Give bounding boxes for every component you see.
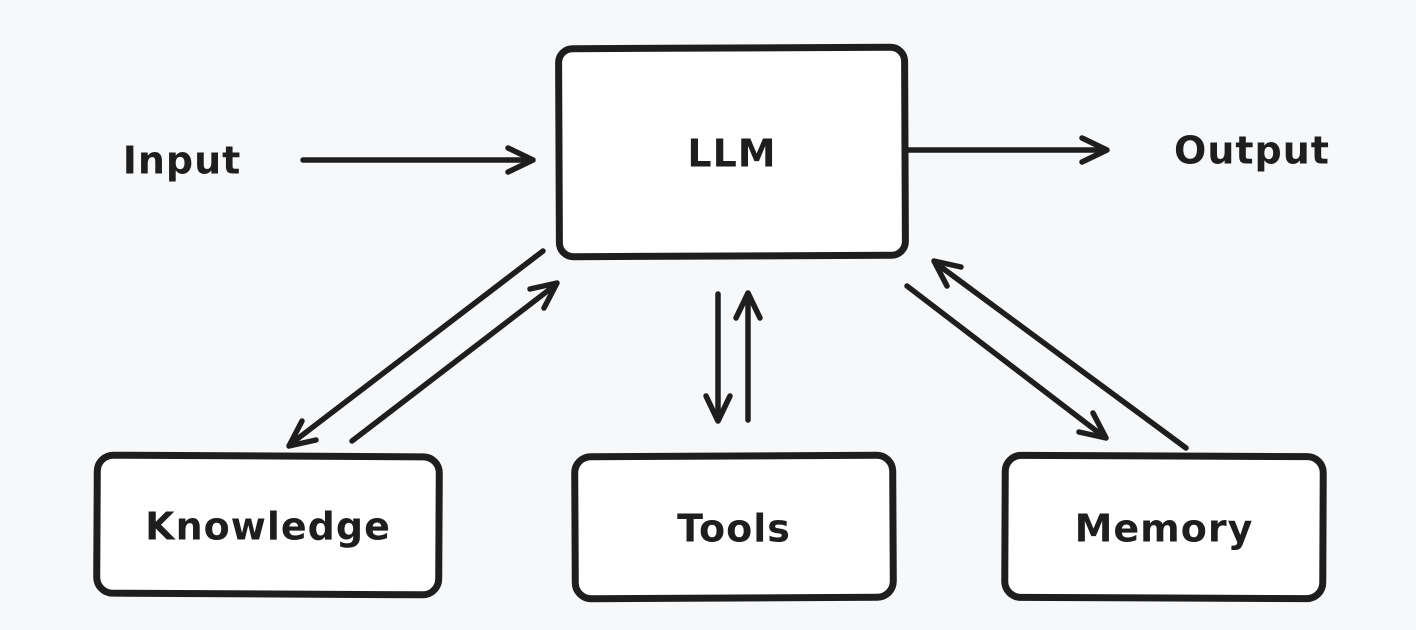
arrow-head xyxy=(931,258,964,289)
arrow-knowledge-to-llm xyxy=(349,280,560,444)
input-label: Input xyxy=(123,138,242,182)
arrow-tools-to-llm xyxy=(733,290,763,423)
arrow-head xyxy=(505,145,536,175)
arrow-head xyxy=(286,418,319,449)
node-knowledge: Knowledge xyxy=(93,451,443,599)
arrow-memory-to-llm xyxy=(931,258,1189,451)
arrow-llm-to-knowledge xyxy=(286,248,546,449)
node-tools: Tools xyxy=(571,451,897,603)
knowledge-label: Knowledge xyxy=(145,504,391,548)
arrow-line xyxy=(289,248,546,446)
node-memory: Memory xyxy=(1001,451,1327,603)
llm-box xyxy=(555,43,909,261)
memory-box xyxy=(1001,451,1327,603)
knowledge-box xyxy=(93,451,443,599)
arrow-llm-to-tools xyxy=(703,291,733,424)
arrow-line xyxy=(904,283,1106,439)
output-label: Output xyxy=(1174,128,1330,172)
tools-label: Tools xyxy=(677,506,791,550)
arrow-llm-to-memory xyxy=(904,283,1109,441)
arrow-head xyxy=(527,280,560,311)
arrow-head xyxy=(1079,135,1110,165)
arrow-llm-to-output xyxy=(905,135,1110,165)
arrow-head xyxy=(1076,410,1109,441)
arrow-input-to-llm xyxy=(300,145,536,175)
arrow-line xyxy=(349,283,557,444)
arrow-line xyxy=(934,261,1189,451)
llm-label: LLM xyxy=(687,131,776,175)
node-llm: LLM xyxy=(555,43,909,261)
arrow-head xyxy=(733,290,763,321)
tools-box xyxy=(571,451,897,603)
arrow-head xyxy=(703,393,733,424)
memory-label: Memory xyxy=(1075,506,1254,550)
